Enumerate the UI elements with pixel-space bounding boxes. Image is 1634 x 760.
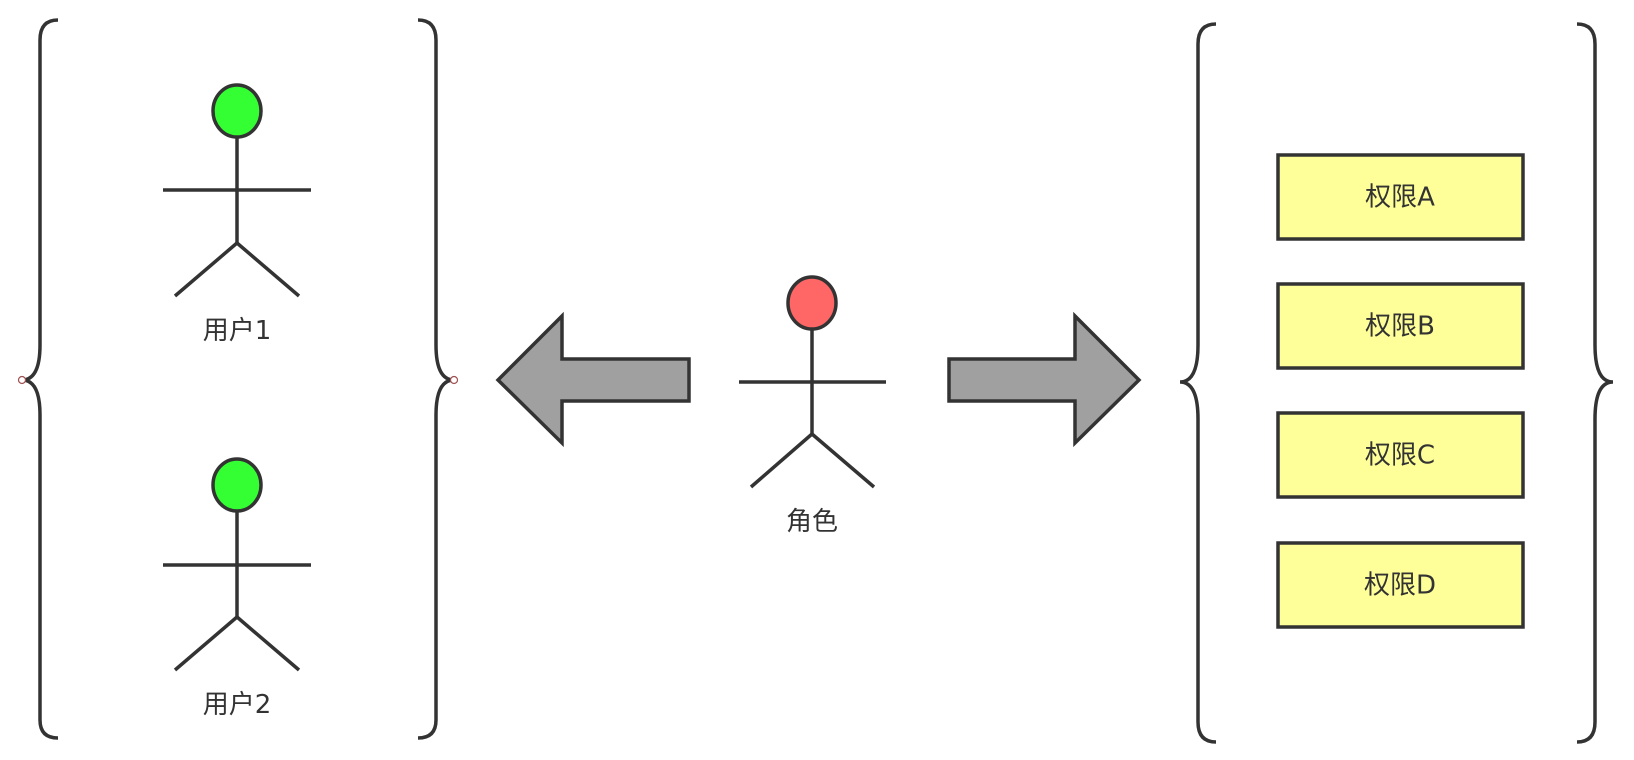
user-label-1: 用户1 (203, 316, 272, 346)
actor-right-leg (810, 432, 876, 489)
users-group-right-brace (417, 18, 455, 740)
actor-right-leg (235, 615, 301, 672)
permission-box-rect (1276, 411, 1525, 499)
role-label: 角色 (786, 507, 838, 537)
permission-box-a[interactable]: 权限A (1276, 153, 1525, 241)
permission-box-d[interactable]: 权限D (1276, 541, 1525, 629)
actor-left-leg (173, 615, 239, 672)
actor-left-leg (749, 432, 814, 489)
user-actor-1[interactable]: 用户1 (163, 83, 311, 346)
arrow-left-to-users (495, 311, 691, 448)
permissions-group-left-brace (1179, 22, 1217, 744)
connection-point (449, 375, 459, 385)
arrow-right-to-permissions (947, 311, 1142, 448)
permission-box-rect (1276, 282, 1525, 370)
actor-head (786, 275, 838, 331)
permission-box-rect (1276, 541, 1525, 629)
actor-head (211, 457, 263, 513)
permission-label-a: 权限A (1365, 183, 1435, 213)
user-actor-2[interactable]: 用户2 (163, 457, 311, 720)
permission-box-c[interactable]: 权限C (1276, 411, 1525, 499)
permission-label-b: 权限B (1365, 312, 1435, 342)
actor-right-leg (235, 241, 301, 298)
permissions-group-right-brace (1576, 22, 1614, 744)
connection-point (17, 375, 27, 385)
permission-label-d: 权限D (1364, 571, 1436, 601)
actor-left-leg (173, 241, 239, 298)
permission-label-c: 权限C (1365, 441, 1435, 471)
users-group-left-brace (21, 18, 59, 740)
actor-head (211, 83, 263, 139)
permission-box-rect (1276, 153, 1525, 241)
role-actor[interactable]: 角色 (739, 275, 886, 537)
user-label-2: 用户2 (203, 690, 272, 720)
permission-box-b[interactable]: 权限B (1276, 282, 1525, 370)
